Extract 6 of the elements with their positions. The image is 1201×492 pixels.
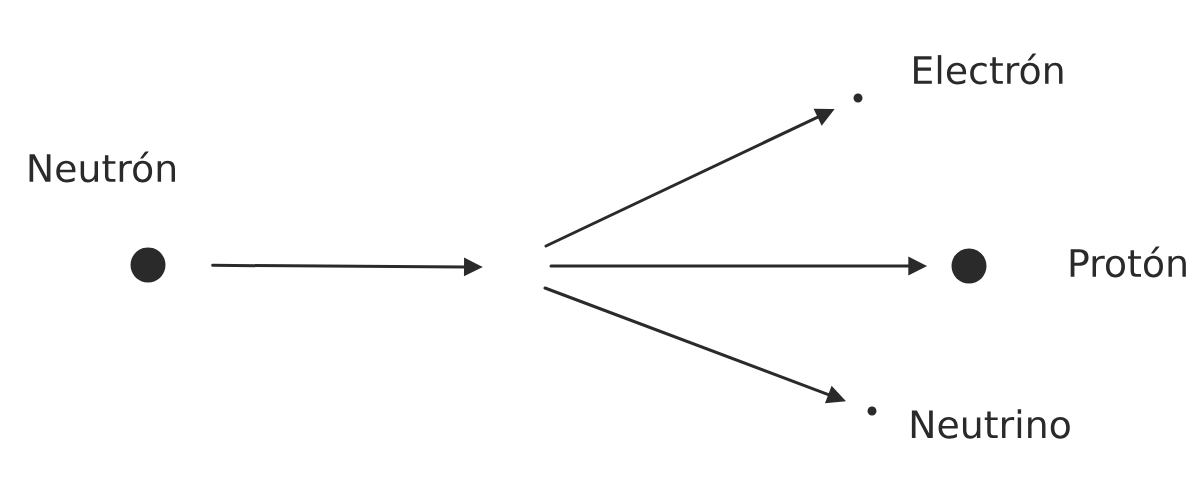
particle-label: Protón (1070, 246, 1186, 278)
particle-label: Neutrino (911, 409, 1070, 439)
particle-label: Electrón (914, 53, 1063, 85)
particle-dot (130, 247, 166, 283)
particle-dot (951, 248, 987, 284)
particle-label: Neutrón (29, 151, 175, 183)
